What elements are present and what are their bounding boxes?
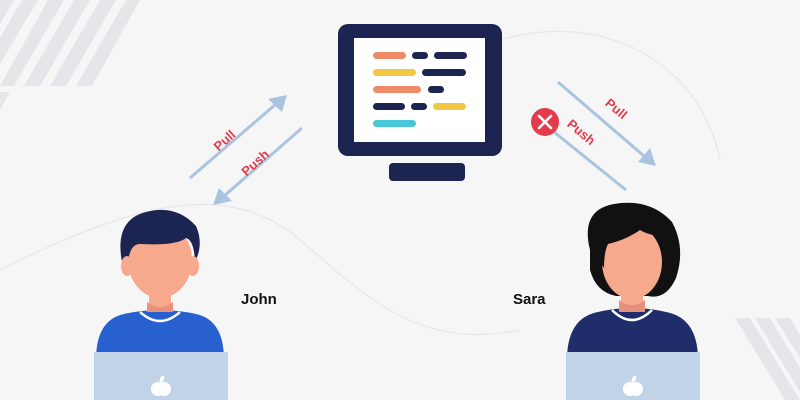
decorative-stripes-bottom-right xyxy=(735,318,800,400)
right-pull-label: Pull xyxy=(602,95,630,122)
person-name-sara: Sara xyxy=(513,291,546,308)
monitor-stand xyxy=(389,163,465,181)
right-push-arrow xyxy=(548,126,627,192)
sara-hair-front xyxy=(599,215,664,268)
laptop-john xyxy=(94,352,228,400)
monitor-icon xyxy=(338,24,502,181)
left-push-label: Push xyxy=(238,147,272,179)
left-push-arrow xyxy=(213,126,303,205)
laptop-sara xyxy=(566,352,700,400)
sara-face xyxy=(602,225,662,299)
left-pull-label: Pull xyxy=(211,127,239,154)
background-curves xyxy=(0,30,721,335)
code-lines xyxy=(373,52,467,127)
x-circle-icon xyxy=(531,108,559,136)
apple-logo-icon xyxy=(151,375,171,396)
john-shirt xyxy=(96,310,224,360)
person-sara xyxy=(567,202,698,360)
decorative-stripes-top-left xyxy=(0,0,140,110)
sara-shirt xyxy=(567,308,698,360)
apple-logo-icon xyxy=(623,375,643,396)
left-pull-arrow xyxy=(189,95,287,180)
john-hair xyxy=(120,209,200,262)
person-name-john: John xyxy=(241,291,277,308)
right-pull-arrow xyxy=(557,80,656,166)
person-john xyxy=(96,209,224,360)
